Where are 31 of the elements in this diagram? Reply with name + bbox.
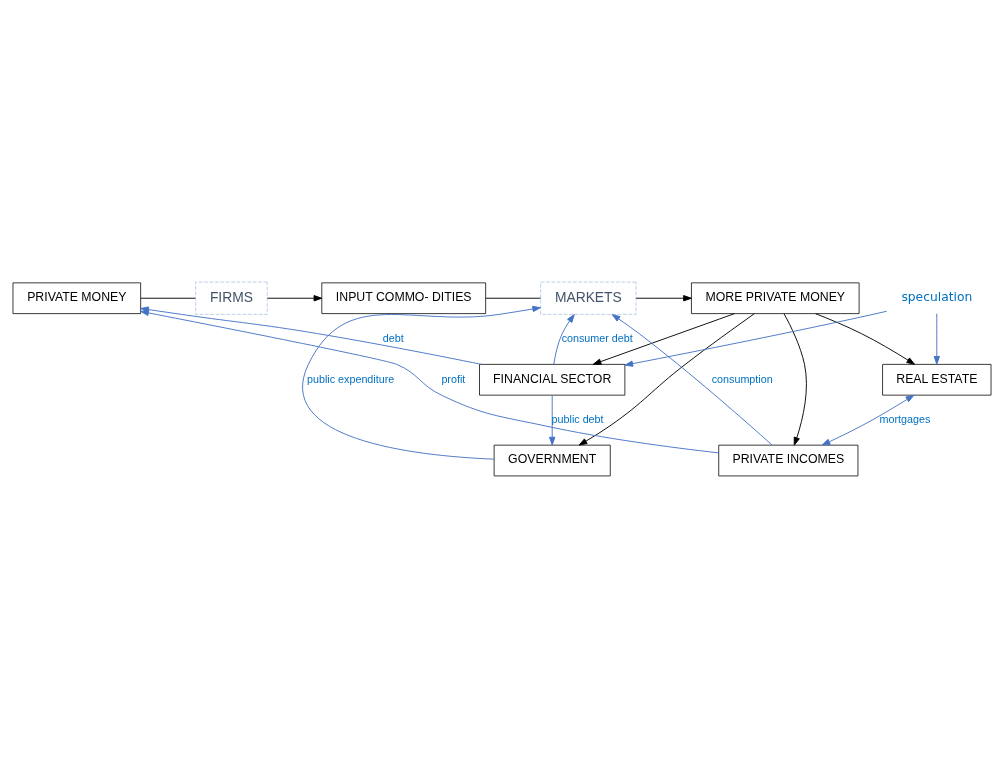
- arrow: [611, 314, 773, 446]
- node-box: GOVERNMENT: [493, 444, 611, 477]
- arrow: [592, 313, 735, 365]
- connector: [485, 297, 541, 299]
- arrow: [553, 314, 575, 365]
- node-box: INPUT COMMO- DITIES: [321, 282, 487, 314]
- edge-label: debt: [382, 332, 404, 345]
- arrow: [815, 313, 916, 365]
- arrow: [266, 295, 323, 302]
- arrow: [933, 313, 940, 365]
- node-text: speculation: [901, 290, 973, 305]
- edge-label: public debt: [551, 413, 604, 425]
- node-box: MORE PRIVATE MONEY: [691, 282, 860, 314]
- edge-label: public expenditure: [307, 372, 395, 385]
- connector: [140, 297, 196, 299]
- edge-label: consumption: [711, 372, 773, 385]
- arrow: [578, 313, 755, 446]
- arrow: [635, 295, 692, 302]
- edge-label: consumer debt: [561, 332, 633, 345]
- arrow: [783, 313, 807, 446]
- arrow: [624, 310, 888, 367]
- node-box: FINANCIAL SECTOR: [479, 364, 626, 396]
- node-box: PRIVATE MONEY: [12, 282, 142, 314]
- arrow: [302, 305, 541, 460]
- node-box: PRIVATE INCOMES: [718, 444, 859, 477]
- node-box: FIRMS: [195, 281, 268, 315]
- arrow: [821, 394, 915, 446]
- edge-label: profit: [441, 372, 466, 385]
- node-box: REAL ESTATE: [882, 364, 992, 396]
- node-box: MARKETS: [540, 281, 637, 315]
- edge-label: mortgages: [879, 413, 931, 425]
